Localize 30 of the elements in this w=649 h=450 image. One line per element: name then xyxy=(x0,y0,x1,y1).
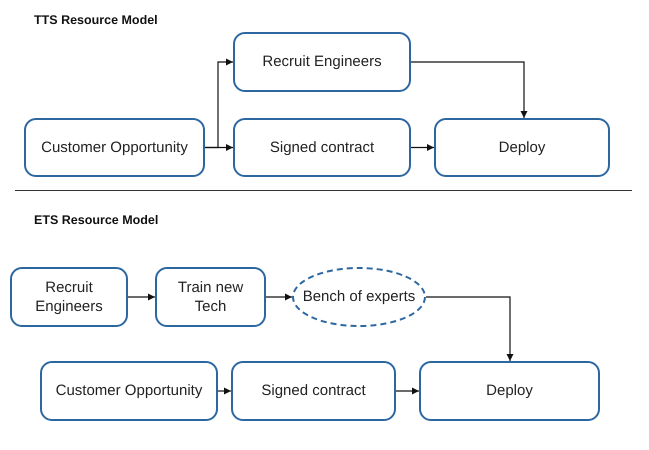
node-label: Signed contract xyxy=(261,381,366,401)
process-box xyxy=(233,32,411,92)
arrow xyxy=(426,296,514,361)
process-box xyxy=(24,118,205,177)
node-label: Train new Tech xyxy=(176,278,244,316)
node-label: Recruit Engineers xyxy=(34,278,104,316)
arrow xyxy=(411,61,528,118)
arrow xyxy=(128,293,155,301)
arrow xyxy=(266,293,292,301)
section-heading: ETS Resource Model xyxy=(34,213,158,227)
arrow xyxy=(205,144,233,152)
process-box xyxy=(233,118,411,177)
process-box xyxy=(434,118,610,177)
process-box xyxy=(155,267,266,327)
process-box xyxy=(231,361,396,421)
node-label: Customer Opportunity xyxy=(41,138,188,158)
node-label: Deploy xyxy=(486,381,533,401)
process-box xyxy=(10,267,128,327)
node-label: Deploy xyxy=(498,138,546,158)
arrow xyxy=(218,387,231,395)
node-label: Customer Opportunity xyxy=(56,381,202,401)
section-heading: TTS Resource Model xyxy=(34,13,158,27)
process-box xyxy=(419,361,600,421)
node-label: Recruit Engineers xyxy=(262,52,382,72)
node-label: Signed contract xyxy=(270,138,374,158)
dashed-ellipse xyxy=(292,267,426,327)
process-box xyxy=(40,361,218,421)
node-label: Bench of experts xyxy=(302,287,416,307)
arrow xyxy=(396,387,419,395)
arrow xyxy=(411,144,434,152)
